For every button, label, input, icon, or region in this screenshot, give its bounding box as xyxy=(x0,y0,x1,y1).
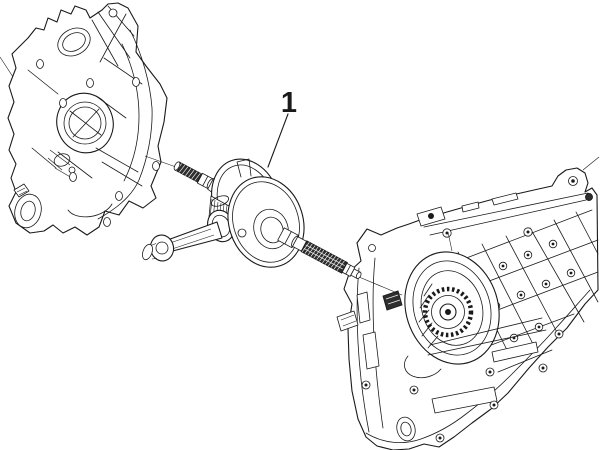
bottom-left-lobe xyxy=(13,183,42,229)
bottom-boss-arc xyxy=(67,203,113,218)
assembly-axis-line-left xyxy=(144,155,177,168)
crankshaft-splined-shaft xyxy=(277,227,362,279)
bottom-flange xyxy=(365,289,591,444)
top-rails xyxy=(423,192,589,236)
assembly-axis-line-right xyxy=(358,276,403,296)
crankshaft-assembly xyxy=(142,155,403,296)
top-tab-edge-line xyxy=(582,156,600,171)
callout-label[interactable]: 1 xyxy=(281,87,297,119)
flange-bolt-holes xyxy=(36,59,160,227)
stator-gear-ring xyxy=(422,286,474,338)
small-end-washer xyxy=(142,243,153,261)
callout-1: 1 xyxy=(267,87,297,168)
top-truss-ribs xyxy=(91,5,135,67)
upper-left-boss xyxy=(416,206,446,227)
engine-mount-bracket xyxy=(336,244,416,442)
crank-web-front xyxy=(227,176,305,268)
top-tab-bolt xyxy=(585,193,593,201)
left-crankcase-half xyxy=(0,2,168,236)
cylinder-opening xyxy=(57,27,91,57)
web-balance-hole xyxy=(237,228,247,238)
connecting-rod xyxy=(142,209,235,262)
right-crankcase-half xyxy=(336,156,600,450)
flange-contour-inner xyxy=(121,43,140,182)
edge-leader-line xyxy=(0,56,14,78)
crank-bearing-bore xyxy=(56,92,114,154)
top-bolt-hole xyxy=(108,8,118,18)
flywheel-housing xyxy=(404,231,500,379)
flange-contour-outer xyxy=(97,29,153,220)
casting-ribs xyxy=(27,57,143,187)
callout-leader-line xyxy=(267,113,289,168)
